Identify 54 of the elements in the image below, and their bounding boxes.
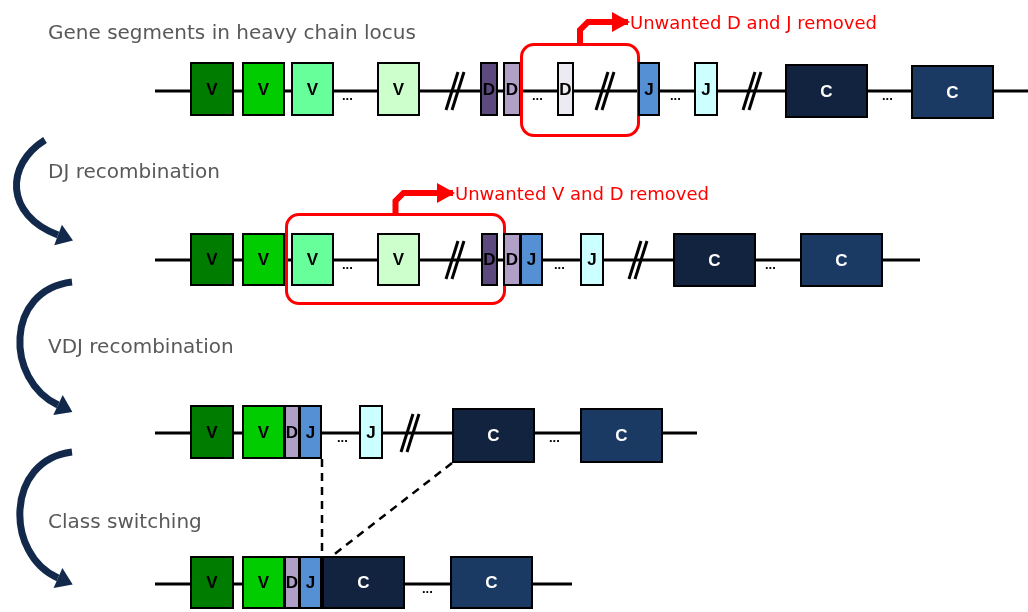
removal-box <box>285 213 506 305</box>
gene-segment: J <box>694 62 718 116</box>
ellipsis: ... <box>554 257 565 272</box>
ellipsis: ... <box>337 430 348 445</box>
removal-note: Unwanted V and D removed <box>455 179 725 207</box>
gene-segment: V <box>190 233 234 286</box>
gene-segment: J <box>580 233 604 286</box>
gene-segment: V <box>190 62 234 116</box>
gene-segment: D <box>480 62 498 116</box>
gene-segment: V <box>291 62 334 116</box>
gene-segment: V <box>190 405 234 459</box>
gene-segment: C <box>322 556 405 609</box>
ellipsis: ... <box>882 88 893 103</box>
gene-segment: D <box>284 405 300 459</box>
dashed-connector <box>331 462 453 557</box>
gene-segment: V <box>377 233 420 286</box>
gene-segment: C <box>450 556 533 609</box>
step-label: Class switching <box>48 509 202 533</box>
ellipsis: ... <box>670 88 681 103</box>
gene-segment: V <box>291 233 334 286</box>
gene-segment: C <box>785 64 868 118</box>
gene-segment: V <box>242 556 285 609</box>
step-label: VDJ recombination <box>48 334 234 358</box>
step-label: Gene segments in heavy chain locus <box>48 20 416 44</box>
ellipsis: ... <box>422 581 433 596</box>
gene-segment: C <box>673 233 756 287</box>
gene-segment: J <box>359 405 383 459</box>
gene-segment: J <box>638 62 660 116</box>
gene-segment: V <box>377 62 420 116</box>
ellipsis: ... <box>342 88 353 103</box>
gene-segment: J <box>299 405 322 459</box>
gene-segment: D <box>481 233 498 286</box>
ellipsis: ... <box>549 430 560 445</box>
gene-segment: V <box>242 405 285 459</box>
step-label: DJ recombination <box>48 159 220 183</box>
gene-segment: C <box>911 65 994 119</box>
gene-segment: J <box>299 556 322 609</box>
gene-segment: D <box>284 556 300 609</box>
gene-segment: D <box>503 62 521 116</box>
gene-segment: D <box>503 233 521 286</box>
gene-segment: C <box>800 233 883 287</box>
removal-arrow <box>577 12 630 43</box>
gene-segment: V <box>242 62 285 116</box>
ellipsis: ... <box>532 88 543 103</box>
removal-note: Unwanted D and J removed <box>630 8 890 36</box>
gene-segment: D <box>557 62 574 116</box>
gene-segment: C <box>452 408 535 463</box>
gene-segment: J <box>520 233 543 286</box>
ellipsis: ... <box>765 257 776 272</box>
gene-segment: V <box>190 556 234 609</box>
gene-segment: V <box>242 233 285 286</box>
gene-segment: C <box>580 408 663 463</box>
removal-arrow <box>392 183 455 213</box>
ellipsis: ... <box>342 257 353 272</box>
